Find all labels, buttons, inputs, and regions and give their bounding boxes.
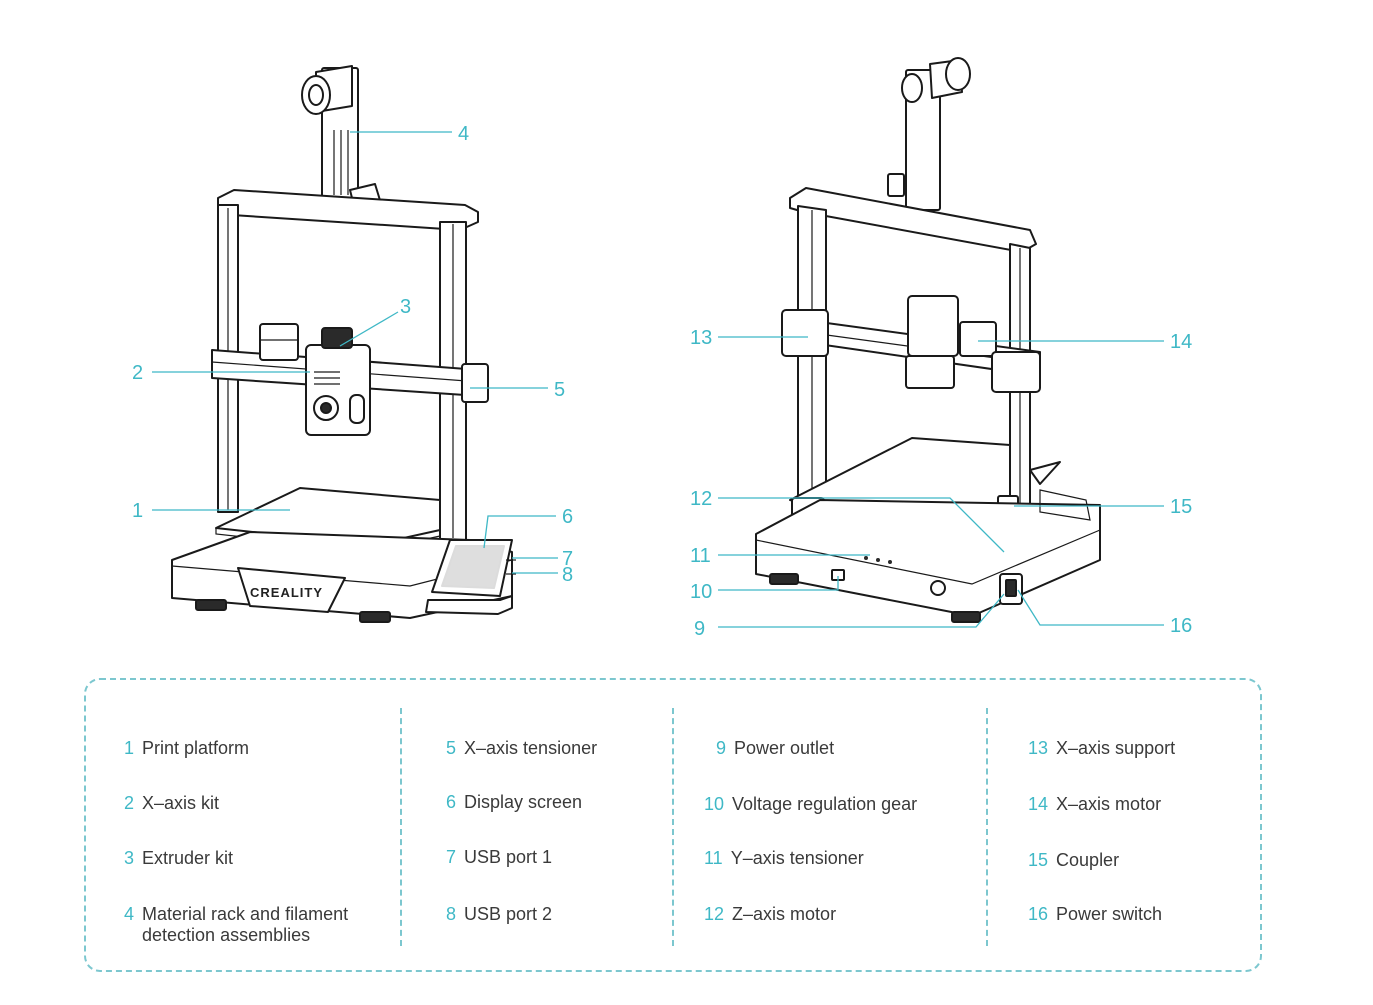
legend-item-13: 13 X–axis support <box>1028 738 1175 759</box>
legend-label: Extruder kit <box>142 848 234 868</box>
callout-7: 7 <box>562 548 573 570</box>
callout-3: 3 <box>400 296 411 318</box>
callout-2: 2 <box>132 362 143 384</box>
leader-9 <box>718 593 1005 628</box>
callout-9: 9 <box>694 618 705 640</box>
callout-15: 15 <box>1170 496 1192 518</box>
legend-item-4: 4 Material rack and filament detection as… <box>124 904 348 946</box>
legend-item-15: 15 Coupler <box>1028 850 1119 871</box>
legend-num: 7 <box>446 847 457 867</box>
legend-item-9: 9 Power outlet <box>716 738 834 759</box>
legend-label: X–axis motor <box>1056 794 1162 814</box>
callout-13: 13 <box>690 327 712 349</box>
legend-divider-3 <box>986 708 988 946</box>
legend-item-5: 5 X–axis tensioner <box>446 738 597 759</box>
legend-num: 6 <box>446 792 457 812</box>
legend-item-10: 10 Voltage regulation gear <box>704 794 917 815</box>
legend-num: 8 <box>446 904 457 924</box>
legend-divider-1 <box>400 708 402 946</box>
callout-6: 6 <box>562 506 573 528</box>
legend-num: 12 <box>704 904 725 924</box>
legend-label: Coupler <box>1056 850 1120 870</box>
callout-11: 11 <box>690 545 711 567</box>
legend-item-7: 7 USB port 1 <box>446 847 552 868</box>
legend-num: 16 <box>1028 904 1049 924</box>
callout-14: 14 <box>1170 331 1192 353</box>
legend-label: Display screen <box>464 792 583 812</box>
callout-12: 12 <box>690 488 712 510</box>
legend-num: 14 <box>1028 794 1049 814</box>
legend-item-2: 2 X–axis kit <box>124 793 219 814</box>
creality-logo: CREALITY <box>250 585 323 600</box>
leader-12 <box>718 497 1005 553</box>
leader-10 <box>718 576 839 591</box>
legend-panel <box>84 678 1262 972</box>
legend-label: Z–axis motor <box>732 904 837 924</box>
leader-6 <box>483 515 556 549</box>
front-view-printer: CREALITY <box>171 65 516 623</box>
legend-label: X–axis kit <box>142 793 220 813</box>
legend-label: USB port 1 <box>464 847 553 867</box>
legend-item-1: 1 Print platform <box>124 738 249 759</box>
callout-1: 1 <box>132 500 143 522</box>
callout-5: 5 <box>554 379 565 401</box>
callout-16: 16 <box>1170 615 1192 637</box>
back-view-printer <box>755 57 1101 623</box>
legend-label: Power switch <box>1056 904 1163 924</box>
legend-item-11: 11 Y–axis tensioner <box>704 848 864 869</box>
callout-8: 8 <box>562 564 573 586</box>
legend-num: 2 <box>124 793 135 813</box>
legend-divider-2 <box>672 708 674 946</box>
legend-label: Print platform <box>142 738 250 758</box>
legend-num: 10 <box>704 794 725 814</box>
legend-num: 1 <box>124 738 135 758</box>
legend-num: 13 <box>1028 738 1049 758</box>
legend-num: 15 <box>1028 850 1049 870</box>
callout-10: 10 <box>690 581 712 603</box>
legend-item-8: 8 USB port 2 <box>446 904 552 925</box>
leader-3 <box>339 311 399 347</box>
legend-label: Voltage regulation gear <box>732 794 918 814</box>
legend-label: X–axis tensioner <box>464 738 598 758</box>
legend-label: X–axis support <box>1056 738 1176 758</box>
legend-label: Power outlet <box>734 738 835 758</box>
legend-item-14: 14 X–axis motor <box>1028 794 1161 815</box>
legend-item-16: 16 Power switch <box>1028 904 1162 925</box>
legend-num: 4 <box>124 904 135 924</box>
legend-num: 3 <box>124 848 135 868</box>
legend-num: 11 <box>704 848 723 868</box>
legend-item-3: 3 Extruder kit <box>124 848 233 869</box>
callout-4: 4 <box>458 123 469 145</box>
printer-diagram: CREALITY 4 3 2 5 1 6 7 8 <box>132 57 1192 640</box>
legend-item-6: 6 Display screen <box>446 792 582 813</box>
legend-label: Material rack and filament detection ass… <box>142 904 349 945</box>
leader-16 <box>1017 589 1164 626</box>
legend-num: 9 <box>716 738 727 758</box>
legend-label: Y–axis tensioner <box>730 848 864 868</box>
legend-item-12: 12 Z–axis motor <box>704 904 836 925</box>
legend-num: 5 <box>446 738 457 758</box>
legend-label: USB port 2 <box>464 904 553 924</box>
